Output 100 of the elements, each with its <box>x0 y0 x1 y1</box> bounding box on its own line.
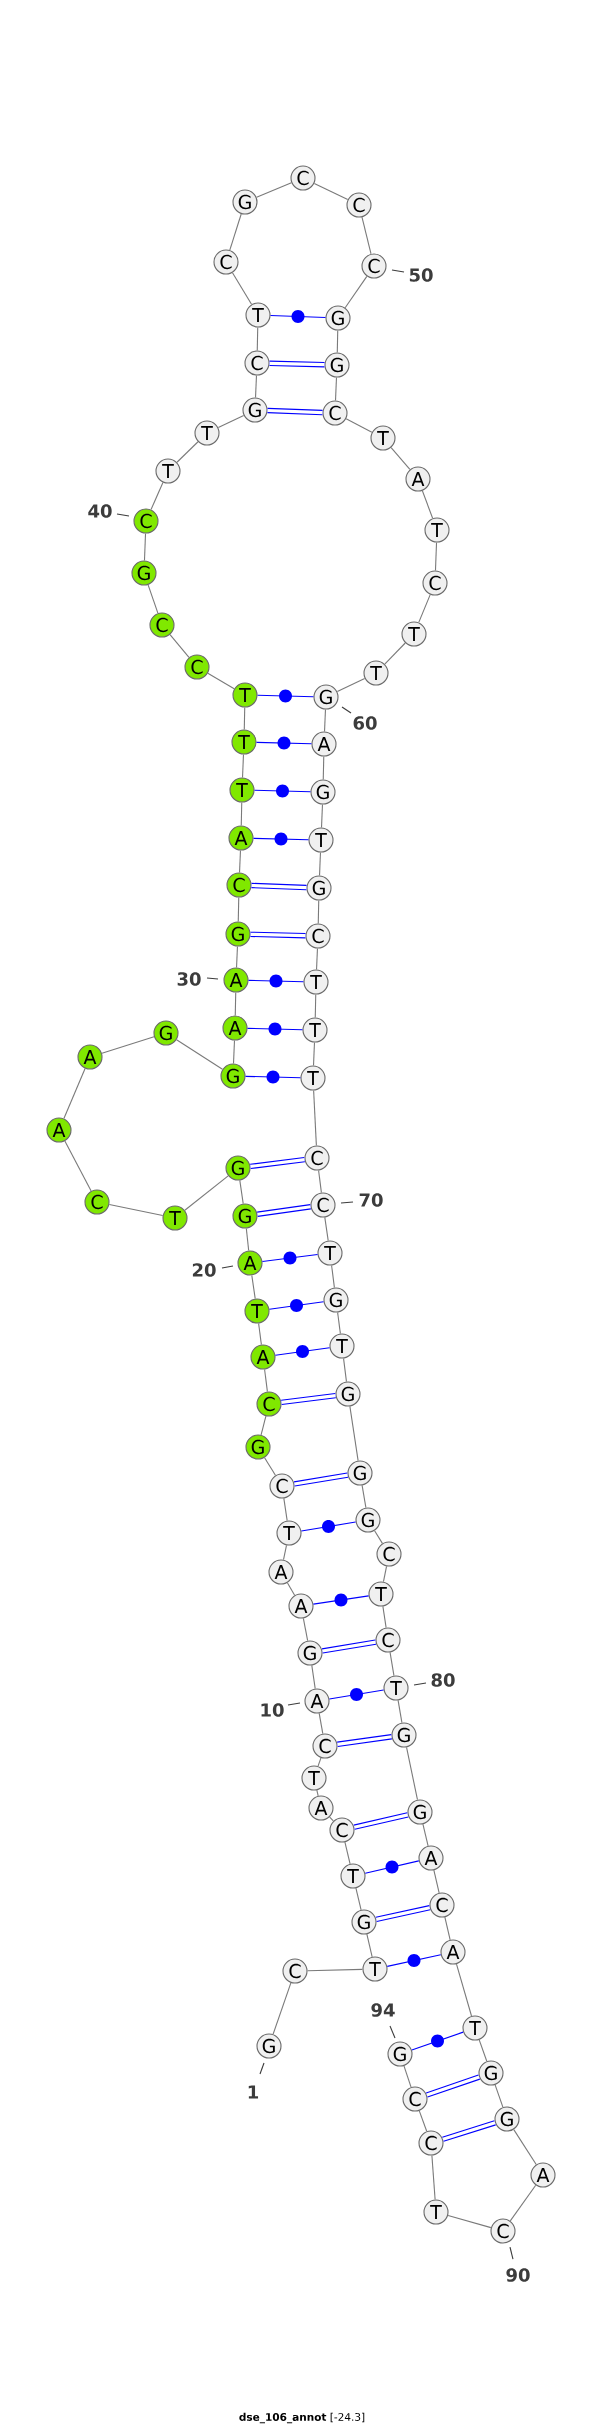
dotted-pair-line <box>245 1070 301 1084</box>
backbone-line <box>324 1216 329 1242</box>
dotted-pair-line <box>328 1688 385 1701</box>
dotted-pair-line <box>268 1299 325 1312</box>
backbone-line <box>240 802 243 826</box>
backbone-line <box>229 213 242 251</box>
backbone-line <box>313 182 349 201</box>
backbone-line <box>455 1963 473 2017</box>
backbone-line <box>318 852 322 877</box>
backbone-line <box>231 272 253 305</box>
backbone-line <box>234 992 237 1016</box>
dotted-pair-line <box>261 1251 319 1265</box>
dotted-pair-line <box>312 1593 370 1607</box>
backbone-line <box>282 1544 288 1561</box>
backbone-line <box>509 2184 537 2222</box>
dotted-pair-line <box>247 1022 303 1036</box>
double-pair-line <box>321 1639 377 1654</box>
double-pair-line <box>257 1204 311 1217</box>
position-number: 94 <box>371 2003 395 2017</box>
caption: dse_106_annot [-24.3] <box>239 2412 365 2424</box>
backbone-line <box>433 1869 440 1894</box>
backbone-line <box>422 1823 429 1847</box>
position-number: 1 <box>248 2085 259 2099</box>
position-number: 80 <box>431 1673 455 1687</box>
backbone-line <box>447 2214 492 2229</box>
backbone-line <box>390 447 411 471</box>
dotted-pair-line <box>274 1345 331 1358</box>
backbone-line <box>232 1040 236 1065</box>
backbone-line <box>336 330 339 353</box>
backbone-line <box>316 1789 319 1797</box>
backbone-line <box>307 1968 363 1972</box>
backbone-line <box>349 1405 359 1462</box>
backbone-line <box>329 1816 334 1822</box>
double-pair-line <box>337 1734 392 1747</box>
backbone-line <box>217 414 245 429</box>
backbone-line <box>255 375 258 399</box>
backbone-line <box>334 377 338 402</box>
backbone-line <box>494 2084 504 2108</box>
backbone-line <box>324 709 327 732</box>
dotted-pair-line <box>364 1860 420 1874</box>
backbone-line <box>320 804 324 828</box>
dotted-pair-line <box>411 2031 464 2051</box>
double-pair-line <box>250 931 306 939</box>
backbone-line <box>366 1933 373 1958</box>
backbone-line <box>336 677 366 693</box>
backbone-line <box>176 1039 223 1070</box>
backbone-line <box>382 1605 387 1629</box>
backbone-line <box>256 182 292 198</box>
backbone-line <box>355 1887 362 1911</box>
double-pair-line <box>281 1392 336 1406</box>
position-number: 20 <box>192 1263 216 1277</box>
backbone-line <box>63 1068 86 1119</box>
backbone-line <box>237 897 240 922</box>
backbone-line <box>143 533 147 561</box>
backbone-line <box>260 1415 267 1436</box>
backbone-line <box>207 672 235 690</box>
backbone-line <box>108 1204 164 1217</box>
double-pair-line <box>267 407 323 416</box>
backbone-line <box>406 1746 418 1801</box>
backbone-line <box>344 1841 351 1865</box>
backbone-line <box>245 1227 250 1252</box>
backbone-line <box>444 1916 451 1941</box>
backbone-line <box>147 584 159 614</box>
backbone-line <box>258 1322 262 1346</box>
backbone-line <box>150 481 164 511</box>
backbone-line <box>242 754 245 778</box>
position-number: 10 <box>261 1703 284 1717</box>
backbone-line <box>101 1036 155 1054</box>
position-number: 30 <box>177 972 201 986</box>
dotted-pair-line <box>253 832 309 846</box>
double-pair-line <box>250 1156 305 1170</box>
backbone-line <box>318 1169 322 1194</box>
backbone-line <box>314 994 317 1018</box>
backbone-line <box>272 1982 292 2035</box>
backbone-line <box>169 634 190 658</box>
backbone-line <box>361 216 372 255</box>
backbone-line <box>322 756 325 780</box>
backbone-line <box>431 2155 436 2201</box>
backbone-line <box>236 946 238 969</box>
backbone-line <box>374 1530 383 1544</box>
backbone-line <box>286 1582 296 1596</box>
backbone-line <box>397 1699 403 1724</box>
backbone-line <box>312 1042 316 1067</box>
dotted-pair-line <box>386 1954 442 1967</box>
backbone-line <box>344 275 368 309</box>
backbone-line <box>239 1179 244 1205</box>
backbone-line <box>403 2065 412 2088</box>
backbone-line <box>331 1264 335 1289</box>
backbone-line <box>264 1457 276 1476</box>
dotted-pair-line <box>248 974 304 988</box>
backbone-line <box>343 1357 347 1383</box>
double-pair-line <box>375 1905 431 1922</box>
backbone-line <box>311 1664 316 1690</box>
backbone-line <box>478 2039 488 2062</box>
backbone-line <box>389 1651 395 1677</box>
backbone-line <box>418 594 431 623</box>
double-pair-line <box>251 882 307 891</box>
dotted-pair-line <box>256 736 312 750</box>
backbone-line <box>316 948 318 971</box>
dotted-pair-line <box>254 784 311 798</box>
